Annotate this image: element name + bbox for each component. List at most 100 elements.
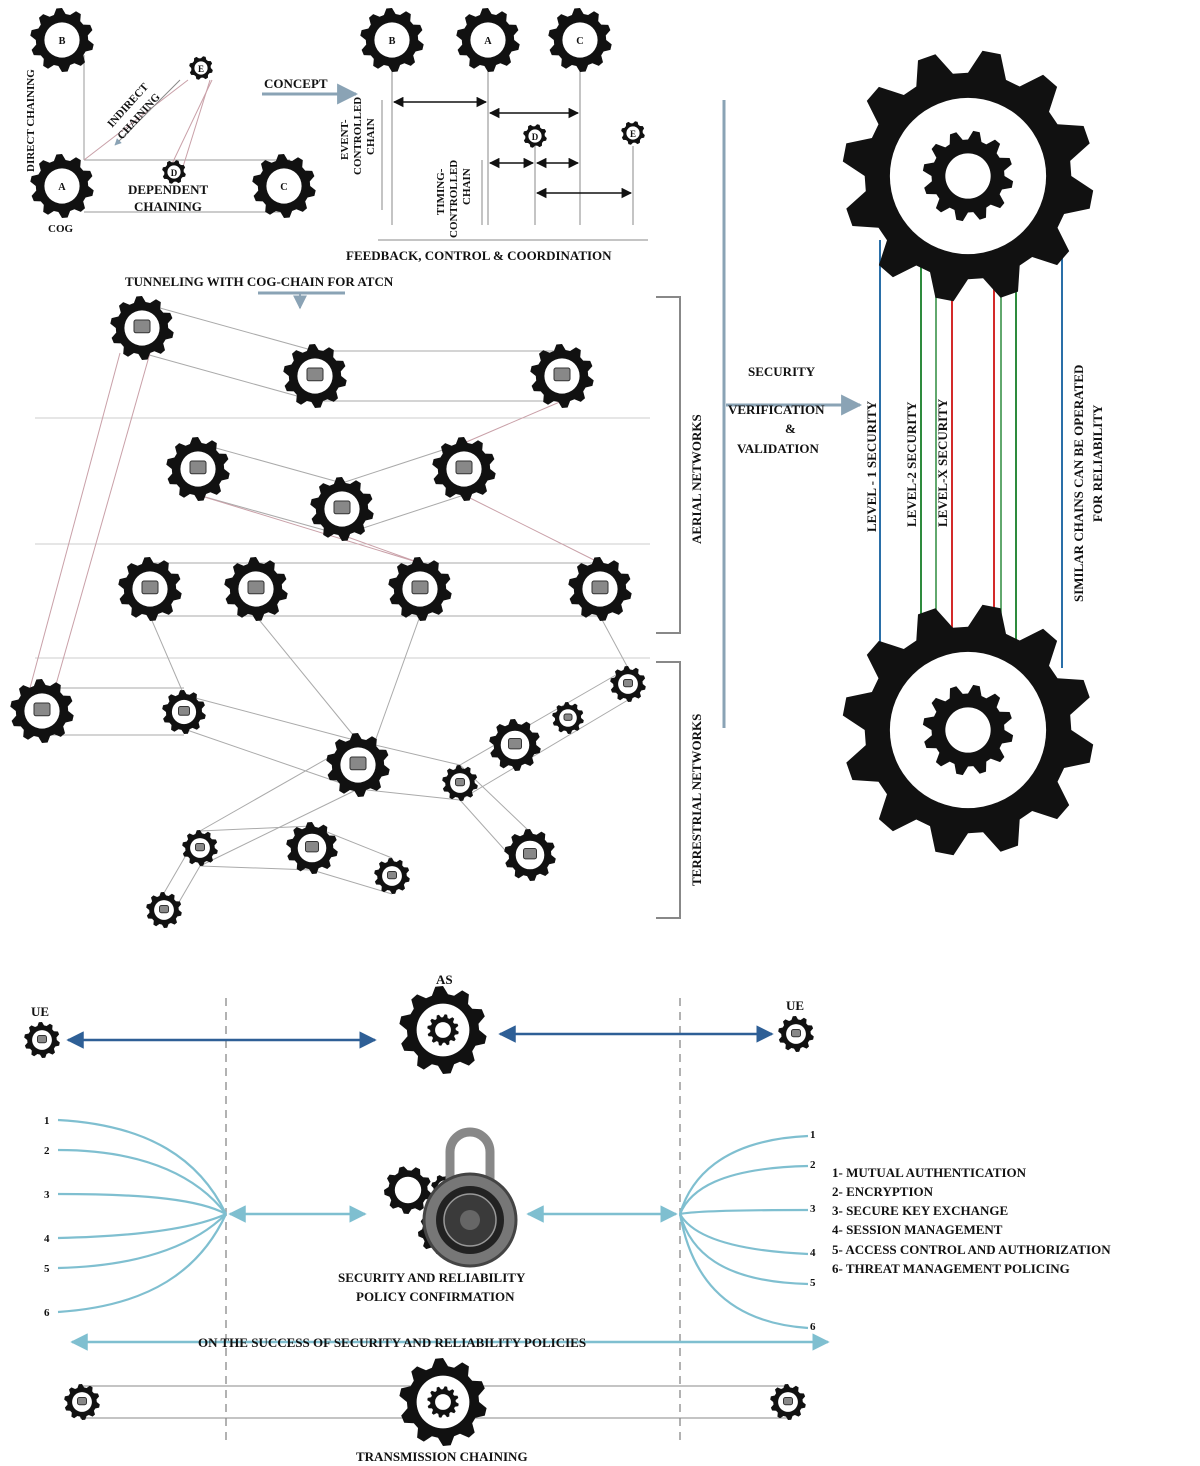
gear-c-icon-letter: C bbox=[280, 182, 287, 193]
terrestrial-label: TERRESTRIAL NETWORKS bbox=[689, 714, 704, 886]
timing-label-1: TIMING- bbox=[435, 168, 447, 215]
helicopter-gear-icon bbox=[432, 437, 495, 501]
feedback-label: FEEDBACK, CONTROL & COORDINATION bbox=[346, 248, 612, 263]
timing-label-2: CONTROLLED bbox=[448, 160, 460, 238]
dependent-label-1: DEPENDENT bbox=[128, 182, 209, 197]
similar-label-2: FOR RELIABILITY bbox=[1090, 404, 1105, 522]
tower-gear-icon bbox=[182, 830, 218, 866]
left-num-2: 2 bbox=[44, 1145, 50, 1157]
gear-d-icon: D bbox=[162, 160, 186, 184]
concept-gear-b-icon: B bbox=[360, 8, 423, 72]
vehicle-gear-icon bbox=[10, 679, 73, 743]
as-label: AS bbox=[436, 972, 453, 987]
concept-gear-a-icon-letter: A bbox=[484, 36, 492, 47]
padlock-icon bbox=[424, 1132, 516, 1266]
server-gear-icon bbox=[286, 822, 338, 874]
gear-e-icon-letter: E bbox=[198, 64, 204, 74]
validation-label: VALIDATION bbox=[737, 441, 819, 456]
policy-item-2: 2- ENCRYPTION bbox=[832, 1184, 934, 1199]
similar-label-1: SIMILAR CHAINS CAN BE OPERATED bbox=[1071, 365, 1086, 602]
device-gear-icon bbox=[552, 702, 584, 734]
gear-b-icon: B bbox=[30, 8, 93, 72]
event-label-1: EVENT- bbox=[339, 119, 351, 160]
concept-gear-c-icon: C bbox=[548, 8, 611, 72]
right-num-2: 2 bbox=[810, 1159, 816, 1171]
left-num-3: 3 bbox=[44, 1189, 50, 1201]
tower-gear-icon bbox=[162, 690, 206, 734]
right-num-4: 4 bbox=[810, 1247, 816, 1259]
direct-chaining-label: DIRECT CHAINING bbox=[25, 69, 37, 172]
concept-gear-e-icon: E bbox=[621, 121, 645, 145]
ue-left-gear-icon bbox=[24, 1022, 60, 1058]
aerial-label: AERIAL NETWORKS bbox=[689, 414, 704, 544]
balloon-gear-icon bbox=[118, 557, 181, 621]
policy-label-2: POLICY CONFIRMATION bbox=[356, 1289, 515, 1304]
right-num-6: 6 bbox=[810, 1321, 816, 1333]
airplane-gear-icon bbox=[166, 437, 229, 501]
policy-item-6: 6- THREAT MANAGEMENT POLICING bbox=[832, 1261, 1070, 1276]
drone-gear-icon bbox=[388, 557, 451, 621]
tower-gear-icon bbox=[442, 765, 478, 801]
policy-item-3: 3- SECURE KEY EXCHANGE bbox=[832, 1203, 1008, 1218]
as-gear-icon bbox=[399, 986, 486, 1074]
concept-gear-a-icon: A bbox=[456, 8, 519, 72]
phone-gear-icon bbox=[146, 892, 182, 928]
device-gear-icon bbox=[610, 666, 646, 702]
policy-item-5: 5- ACCESS CONTROL AND AUTHORIZATION bbox=[832, 1242, 1111, 1257]
policy-item-4: 4- SESSION MANAGEMENT bbox=[832, 1222, 1003, 1237]
concept-gear-e-icon-letter: E bbox=[630, 129, 636, 139]
policy-label-1: SECURITY AND RELIABILITY bbox=[338, 1270, 526, 1285]
dependent-label-2: CHAINING bbox=[134, 199, 202, 214]
level1-label: LEVEL - 1 SECURITY bbox=[864, 400, 879, 532]
gear-b-icon-letter: B bbox=[59, 36, 66, 47]
gear-a-icon-letter: A bbox=[58, 182, 66, 193]
drone-gear-icon bbox=[224, 557, 287, 621]
concept-gear-b-icon-letter: B bbox=[389, 36, 396, 47]
gear-c-icon: C bbox=[252, 154, 315, 218]
right-num-1: 1 bbox=[810, 1129, 816, 1141]
helicopter-gear-icon bbox=[310, 477, 373, 541]
security-label: SECURITY bbox=[748, 364, 816, 379]
right-num-5: 5 bbox=[810, 1277, 816, 1289]
tunneling-label: TUNNELING WITH COG-CHAIN FOR ATCN bbox=[125, 274, 394, 289]
security-gear-bottom-icon bbox=[843, 605, 1093, 855]
ue-right-gear-icon bbox=[778, 1016, 814, 1052]
cog-label: COG bbox=[48, 223, 74, 235]
right-num-3: 3 bbox=[810, 1203, 816, 1215]
concept-gear-d-icon-letter: D bbox=[532, 132, 539, 142]
transmission-left-gear-icon bbox=[64, 1384, 100, 1420]
gear-d-icon-letter: D bbox=[171, 168, 178, 178]
concept-gear-d-icon: D bbox=[523, 124, 547, 148]
satellite-gear-icon bbox=[530, 344, 593, 408]
left-num-1: 1 bbox=[44, 1115, 50, 1127]
timing-label-3: CHAIN bbox=[461, 168, 473, 205]
tower-gear-icon bbox=[374, 858, 410, 894]
amp-label: & bbox=[785, 421, 796, 436]
device-gear-icon bbox=[489, 719, 541, 771]
transmission-label: TRANSMISSION CHAINING bbox=[356, 1449, 528, 1464]
left-num-6: 6 bbox=[44, 1307, 50, 1319]
event-label-2: CONTROLLED bbox=[352, 97, 364, 175]
policy-item-1: 1- MUTUAL AUTHENTICATION bbox=[832, 1165, 1027, 1180]
success-label: ON THE SUCCESS OF SECURITY AND RELIABILI… bbox=[198, 1335, 586, 1350]
concept-label: CONCEPT bbox=[264, 76, 328, 91]
balloon-gear-icon bbox=[568, 557, 631, 621]
event-label-3: CHAIN bbox=[365, 118, 377, 155]
security-gear-top-icon bbox=[843, 51, 1093, 301]
ue-left-label: UE bbox=[31, 1004, 49, 1019]
transmission-right-gear-icon bbox=[770, 1384, 806, 1420]
level2-label: LEVEL-2 SECURITY bbox=[904, 401, 919, 527]
car-gear-icon bbox=[504, 829, 556, 881]
levelx-label: LEVEL-X SECURITY bbox=[935, 398, 950, 527]
gear-e-icon: E bbox=[189, 56, 213, 80]
left-num-5: 5 bbox=[44, 1263, 50, 1275]
concept-gear-c-icon-letter: C bbox=[576, 36, 583, 47]
left-num-4: 4 bbox=[44, 1233, 50, 1245]
gear-a-icon: A bbox=[30, 154, 93, 218]
satellite-gear-icon bbox=[110, 296, 173, 360]
transmission-gear-icon bbox=[399, 1358, 486, 1446]
tower-gear-icon bbox=[326, 733, 389, 797]
ue-right-label: UE bbox=[786, 998, 804, 1013]
